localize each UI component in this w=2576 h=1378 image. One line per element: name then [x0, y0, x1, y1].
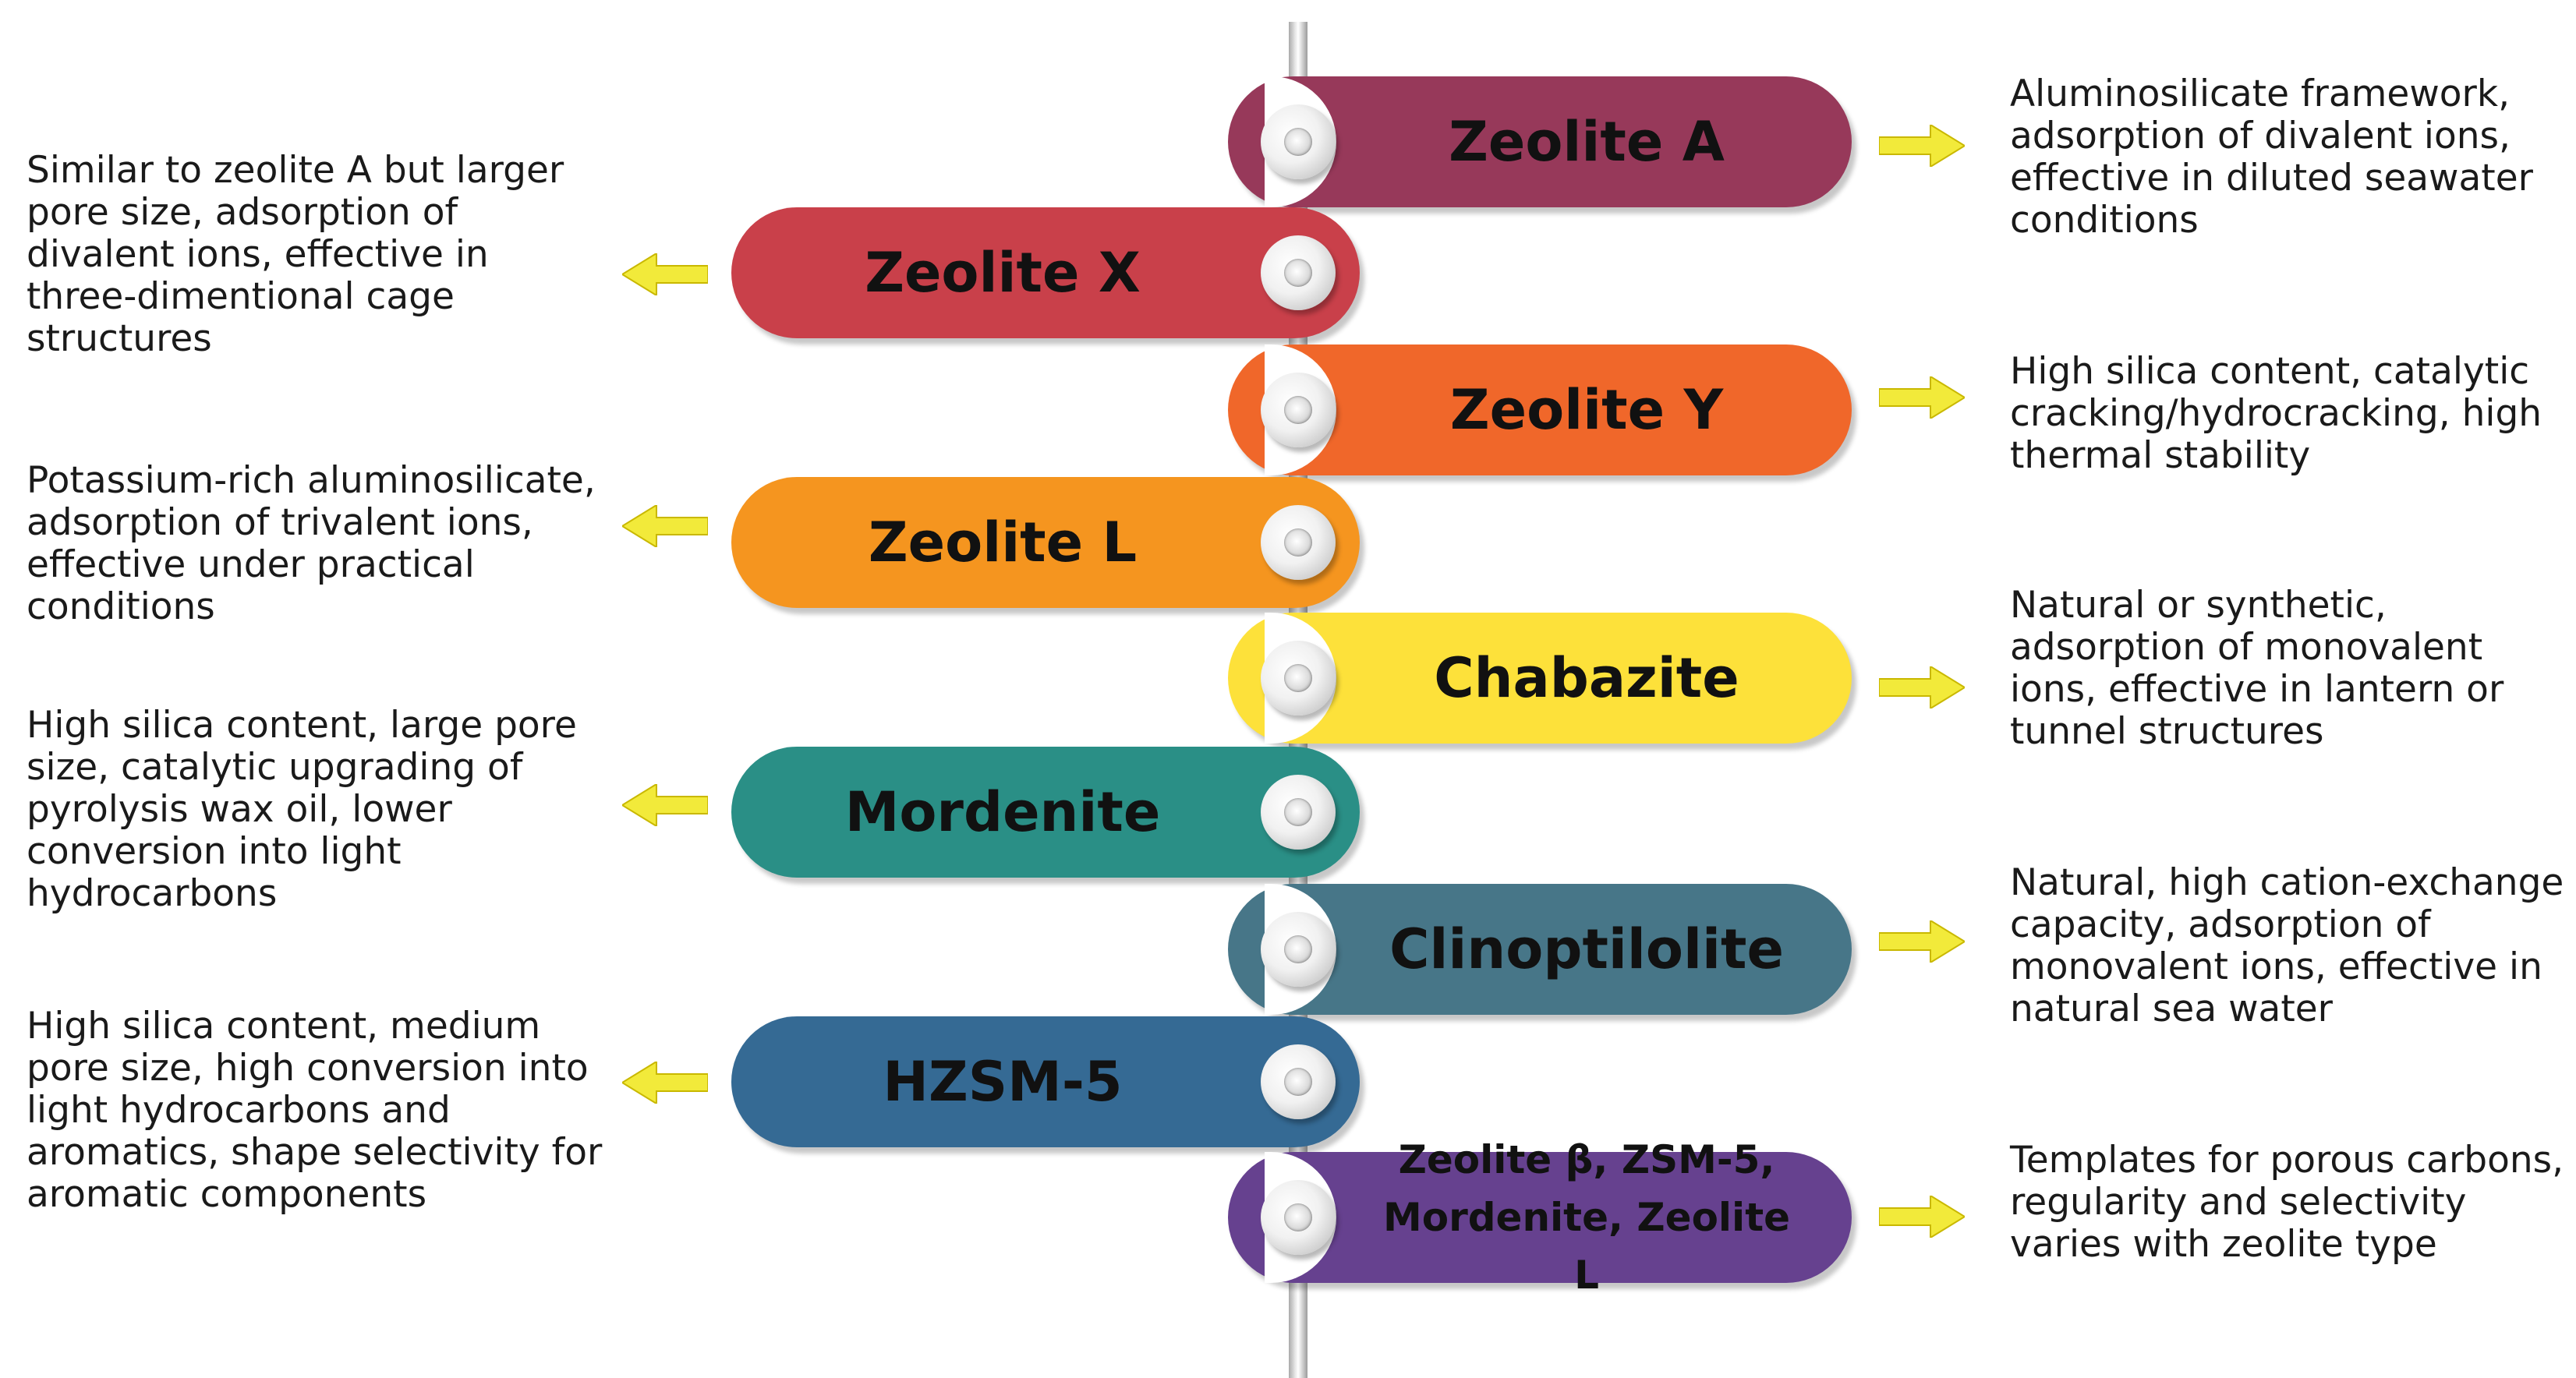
- arrow-right-icon: [1879, 376, 1965, 419]
- description-templates: Templates for porous carbons, regularity…: [2010, 1139, 2564, 1266]
- arrow-right-icon: [1879, 1196, 1965, 1238]
- knob-icon: [1261, 912, 1336, 987]
- knob-icon: [1261, 373, 1336, 447]
- arrow-left-icon: [622, 1062, 708, 1104]
- pill-label: Zeolite X: [865, 241, 1141, 305]
- arrow-left-icon: [622, 253, 708, 295]
- arrow-left-icon: [622, 784, 708, 826]
- description-zeolite-x: Similar to zeolite A but larger pore siz…: [27, 149, 564, 360]
- description-chabazite: Natural or synthetic, adsorption of mono…: [2010, 584, 2504, 753]
- knob-icon: [1261, 505, 1336, 580]
- knob-icon: [1261, 104, 1336, 179]
- pill-templates: Zeolite β, ZSM-5, Mordenite, Zeolite L: [1228, 1137, 1852, 1298]
- pill-label: Zeolite β, ZSM-5, Mordenite, Zeolite L: [1382, 1137, 1791, 1298]
- pill-hzsm-5: HZSM-5: [731, 1016, 1360, 1147]
- description-zeolite-l: Potassium-rich aluminosilicate, adsorpti…: [27, 459, 596, 628]
- pill-label: Mordenite: [844, 780, 1161, 844]
- knob-icon: [1261, 641, 1336, 716]
- pill-label: Chabazite: [1434, 646, 1739, 710]
- knob-icon: [1261, 235, 1336, 310]
- description-hzsm-5: High silica content, medium pore size, h…: [27, 1005, 603, 1216]
- pill-zeolite-l: Zeolite L: [731, 477, 1360, 608]
- pill-mordenite: Mordenite: [731, 747, 1360, 878]
- knob-icon: [1261, 1180, 1336, 1255]
- description-zeolite-y: High silica content, catalytic cracking/…: [2010, 350, 2542, 477]
- arrow-right-icon: [1879, 920, 1965, 963]
- pill-zeolite-x: Zeolite X: [731, 207, 1360, 338]
- description-zeolite-a: Aluminosilicate framework, adsorption of…: [2010, 72, 2533, 242]
- knob-icon: [1261, 775, 1336, 850]
- description-clinoptilolite: Natural, high cation-exchange capacity, …: [2010, 861, 2564, 1030]
- pill-label: Zeolite Y: [1449, 378, 1724, 442]
- description-mordenite: High silica content, large pore size, ca…: [27, 704, 577, 915]
- pill-label: Clinoptilolite: [1389, 917, 1784, 981]
- arrow-left-icon: [622, 505, 708, 547]
- knob-icon: [1261, 1044, 1336, 1119]
- pill-zeolite-y: Zeolite Y: [1228, 344, 1852, 475]
- pill-label: HZSM-5: [883, 1050, 1123, 1114]
- pill-label: Zeolite L: [868, 511, 1138, 574]
- arrow-right-icon: [1879, 125, 1965, 167]
- pill-label: Zeolite A: [1449, 110, 1725, 174]
- arrow-right-icon: [1879, 666, 1965, 708]
